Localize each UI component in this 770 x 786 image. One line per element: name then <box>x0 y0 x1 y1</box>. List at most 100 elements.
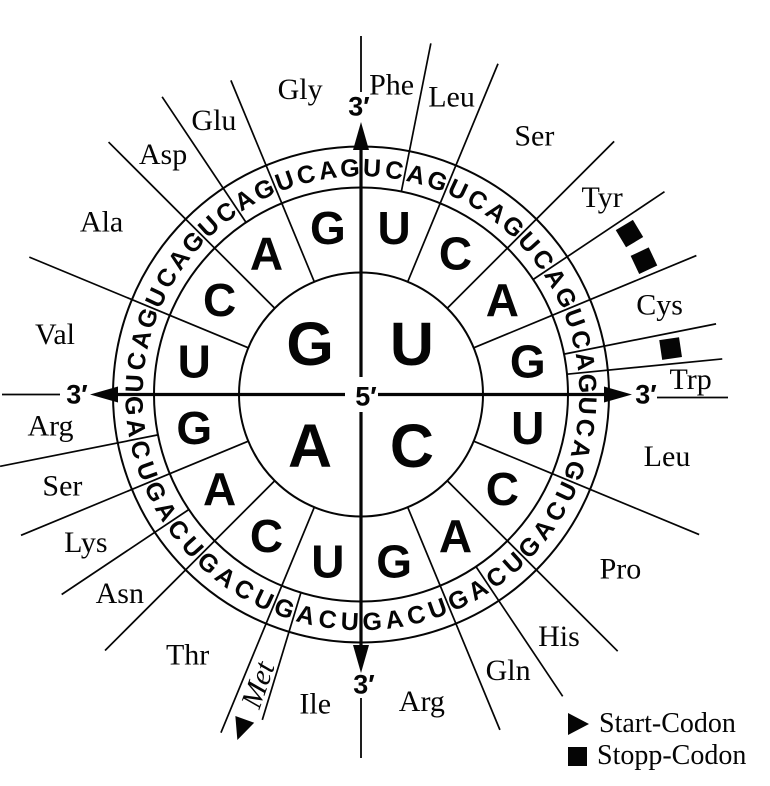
amino-acid-label: Leu <box>428 80 475 113</box>
stop-codon-marker <box>630 247 658 274</box>
outer-ring-letter: U <box>362 154 381 183</box>
outer-ring-letter: U <box>573 396 602 415</box>
amino-acid-label: Val <box>35 318 75 351</box>
sector-divider <box>29 256 171 317</box>
outer-ring-letter: C <box>404 600 428 632</box>
five-prime-label: 5′ <box>355 381 377 411</box>
inner-sector-divider <box>446 480 508 542</box>
outer-ring-letter: A <box>383 605 405 635</box>
amino-acid-label: Gln <box>486 654 531 687</box>
second-ring-letter: A <box>203 463 236 515</box>
outer-ring-letter: A <box>317 156 339 186</box>
legend-start-label: Start-Codon <box>599 708 736 739</box>
amino-acid-label: Pro <box>600 552 642 585</box>
outer-ring-letter: C <box>122 350 152 372</box>
sector-divider <box>0 434 159 468</box>
axis-arrowhead <box>353 645 369 673</box>
inner-sector-divider <box>214 480 276 542</box>
amino-acid-label: His <box>538 620 580 653</box>
outer-ring-letter: G <box>362 608 383 637</box>
outer-ring-letter: U <box>121 374 150 393</box>
inner-sector-divider <box>280 202 316 283</box>
sector-divider <box>551 472 700 536</box>
inner-sector-divider <box>169 440 249 475</box>
sector-divider <box>61 508 190 596</box>
three-prime-label: 3′ <box>348 91 370 121</box>
second-ring-letter: A <box>439 510 472 562</box>
start-codon-marker <box>235 715 255 741</box>
axis-arrowhead <box>604 386 632 403</box>
outer-ring-letter: C <box>294 159 318 191</box>
sector-divider <box>566 358 723 376</box>
second-ring-letter: U <box>178 335 211 387</box>
inner-sector-divider <box>280 506 316 587</box>
inner-sector-divider <box>406 506 442 587</box>
second-ring-letter: G <box>510 335 546 387</box>
outer-ring-letter: C <box>570 417 600 439</box>
sector-divider <box>439 63 499 204</box>
sector-divider <box>439 585 501 731</box>
axis-arrowhead <box>90 386 118 403</box>
legend-stop-label: Stopp-Codon <box>597 740 747 771</box>
amino-acid-label: Tyr <box>582 181 623 214</box>
sector-divider <box>563 323 717 355</box>
sector-divider <box>551 254 697 317</box>
amino-acid-label: Phe <box>369 69 414 102</box>
second-ring-letter: C <box>439 227 472 279</box>
amino-acid-label: Met <box>234 657 281 714</box>
three-prime-label: 3′ <box>635 379 657 409</box>
sector-divider <box>400 43 432 192</box>
legend-start-row: Start-Codon <box>568 708 746 739</box>
second-ring-letter: G <box>176 402 212 454</box>
outer-ring-letter: G <box>119 395 148 416</box>
sector-divider <box>532 191 665 281</box>
legend-stop-row: Stopp-Codon <box>568 740 747 771</box>
second-ring-letter: C <box>250 510 283 562</box>
amino-acid-label: Ile <box>299 688 331 721</box>
amino-acid-label: Ala <box>80 206 123 239</box>
sector-divider <box>230 80 283 204</box>
inner-sector-divider <box>446 247 508 309</box>
three-prime-label: 3′ <box>353 669 375 699</box>
outer-ring-letter: A <box>570 350 600 372</box>
amino-acid-label: Cys <box>636 288 683 321</box>
second-ring-letter: C <box>203 274 236 326</box>
amino-acid-label: Trp <box>669 363 711 396</box>
second-ring-letter: U <box>378 202 411 254</box>
outer-ring-letter: U <box>340 608 359 637</box>
sector-divider <box>506 540 619 652</box>
amino-acid-label: Thr <box>166 638 209 671</box>
start-codon-icon <box>568 713 589 735</box>
second-ring-letter: U <box>311 535 344 587</box>
amino-acid-label: Ser <box>514 120 554 153</box>
amino-acid-label: Arg <box>399 685 445 718</box>
outer-ring-letter: G <box>339 154 360 183</box>
first-base-letter: A <box>288 412 332 480</box>
outer-ring-letter: C <box>383 156 405 186</box>
sector-divider <box>20 472 171 537</box>
second-ring-letter: G <box>310 202 346 254</box>
second-ring-letter: A <box>250 227 283 279</box>
outer-ring-letter: G <box>573 373 602 394</box>
axis-arrowhead <box>353 122 369 150</box>
second-ring-letter: U <box>511 402 544 454</box>
first-base-letter: G <box>286 310 333 378</box>
stop-codon-marker <box>615 219 644 248</box>
amino-acid-label: Arg <box>27 410 73 443</box>
outer-ring-letter: C <box>317 605 339 635</box>
second-ring-letter: C <box>486 463 519 515</box>
inner-sector-divider <box>406 202 442 283</box>
inner-sector-divider <box>214 247 276 309</box>
sector-divider <box>506 140 615 249</box>
amino-acid-label: Lys <box>64 526 107 559</box>
stop-codon-marker <box>659 337 682 360</box>
amino-acid-label: Ser <box>42 470 82 503</box>
amino-acid-label: Glu <box>191 104 236 137</box>
first-base-letter: U <box>390 310 434 378</box>
second-ring-letter: A <box>486 274 519 326</box>
amino-acid-label: Leu <box>644 440 691 473</box>
sector-divider <box>107 141 216 249</box>
amino-acid-label: Asn <box>96 577 144 610</box>
